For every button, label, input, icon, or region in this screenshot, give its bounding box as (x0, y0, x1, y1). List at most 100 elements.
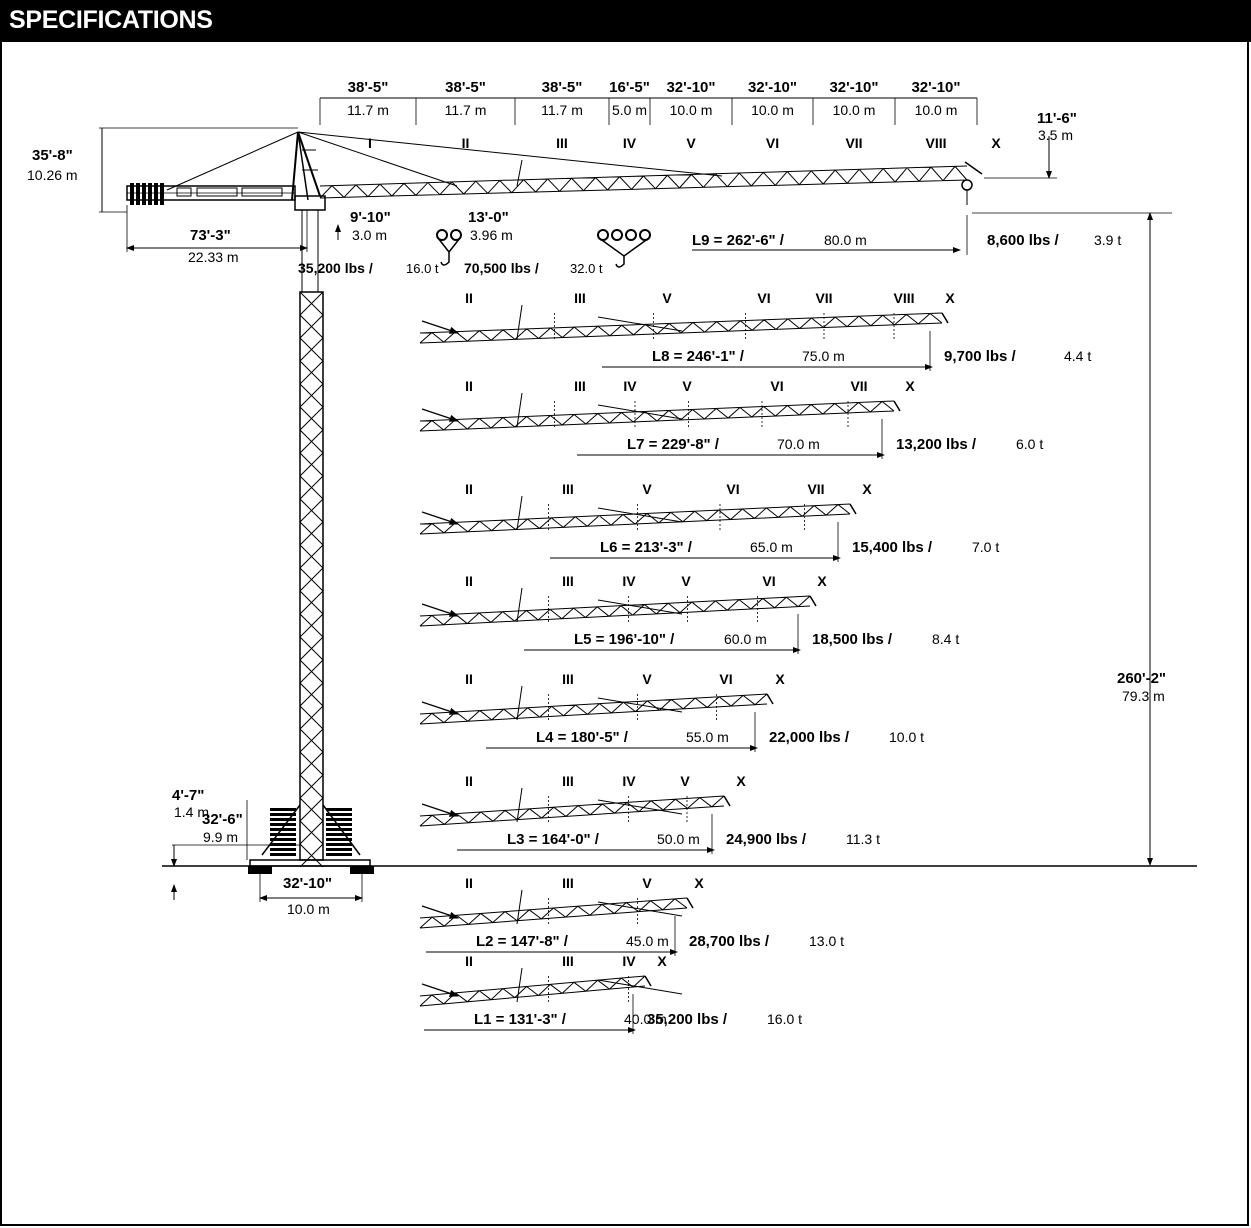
dim-base-width: 32'-10" 10.0 m (259, 874, 363, 917)
config-tip-load-t: 10.0 t (889, 729, 924, 745)
config-length-ft: L6 = 213'-3" / (600, 539, 693, 556)
config-section-label: V (662, 290, 672, 306)
jib-section-length-m: 5.0 m (612, 102, 647, 118)
hook-block-2-fall (436, 229, 462, 266)
base-offset-ft: 4'-7" (172, 787, 204, 804)
jib-section-length-m: 11.7 m (347, 102, 389, 118)
config-length-m: 50.0 m (657, 831, 700, 847)
jib-section-length-m: 10.0 m (915, 102, 958, 118)
config-section-label: II (465, 378, 473, 394)
config-length-m: 80.0 m (824, 232, 867, 248)
config-section-label: IV (622, 953, 636, 969)
hook-4-fall-t: 32.0 t (570, 261, 603, 276)
config-length-m: 75.0 m (802, 348, 845, 364)
config-section-label: VI (762, 573, 775, 589)
hook-height-m: 79.3 m (1122, 688, 1165, 704)
counter-jib (126, 131, 299, 205)
config-section-label: III (574, 290, 586, 306)
config-tip-load-lbs: 35,200 lbs / (647, 1011, 728, 1028)
jib-truss (419, 595, 811, 627)
jib-section-length-m: 11.7 m (541, 102, 583, 118)
config-section-label: IV (623, 378, 637, 394)
ballast-blocks-right (326, 808, 352, 856)
page-title: SPECIFICATIONS (9, 6, 213, 34)
config-length-m: 65.0 m (750, 539, 793, 555)
config-section-label: II (465, 875, 473, 891)
tower-base (162, 804, 1197, 874)
config-section-label: II (465, 290, 473, 306)
min-radius-ft: 9'-10" (350, 209, 391, 226)
config-section-label: X (905, 378, 915, 394)
config-length-m: 70.0 m (777, 436, 820, 452)
config-section-label: II (465, 671, 473, 687)
jib-section-label: VIII (925, 135, 946, 151)
config-length-m: 45.0 m (626, 933, 669, 949)
jib-section-length-ft: 16'-5" (609, 79, 650, 96)
trolley-hook (961, 179, 973, 205)
config-length-ft: L1 = 131'-3" / (474, 1011, 567, 1028)
ballast-blocks-left (270, 808, 296, 856)
config-section-label: II (465, 481, 473, 497)
counter-jib-m: 22.33 m (188, 249, 239, 265)
config-section-label: III (562, 953, 574, 969)
config-section-label: VI (757, 290, 770, 306)
config-section-label: VII (807, 481, 824, 497)
dim-min-radius: 9'-10" 3.0 m (335, 209, 391, 243)
main-jib (297, 131, 983, 205)
tower-head-ft: 35'-8" (32, 147, 73, 164)
dim-ballast-height: 32'-6" 9.9 m (202, 800, 248, 860)
config-section-label: IV (622, 573, 636, 589)
hook-block-4-fall (597, 229, 651, 268)
jib-truss (419, 503, 851, 535)
config-section-label: X (694, 875, 704, 891)
ballast-height-m: 9.9 m (203, 829, 238, 845)
config-length-ft: L4 = 180'-5" / (536, 729, 629, 746)
config-section-label: X (736, 773, 746, 789)
tip-height-ft: 11'-6" (1037, 110, 1077, 127)
config-section-label: X (817, 573, 827, 589)
jib-tip-label: X (991, 135, 1001, 151)
jib-section-length-ft: 38'-5" (348, 79, 389, 96)
config-tip-load-lbs: 28,700 lbs / (689, 933, 770, 950)
jib-section-length-ft: 32'-10" (748, 79, 797, 96)
config-section-label: VI (770, 378, 783, 394)
config-section-label: X (945, 290, 955, 306)
config-length-ft: L9 = 262'-6" / (692, 232, 785, 249)
config-tip-load-lbs: 24,900 lbs / (726, 831, 807, 848)
config-section-label: III (562, 573, 574, 589)
jib-section-label: VI (766, 135, 779, 151)
base-width-ft: 32'-10" (283, 875, 332, 892)
jib-section-length-ft: 38'-5" (542, 79, 583, 96)
config-tip-load-t: 11.3 t (846, 831, 880, 847)
config-length-ft: L8 = 246'-1" / (652, 348, 745, 365)
jib-section-label: VII (845, 135, 862, 151)
jib-section-label: II (462, 135, 470, 151)
counter-weights (130, 183, 164, 205)
config-section-label: III (574, 378, 586, 394)
ballast-height-ft: 32'-6" (202, 811, 243, 828)
config-section-label: V (680, 773, 690, 789)
config-section-label: III (562, 671, 574, 687)
config-section-label: II (465, 773, 473, 789)
jib-truss (419, 312, 943, 344)
config-section-label: III (562, 875, 574, 891)
counter-jib-ft: 73'-3" (190, 227, 231, 244)
jib-truss (419, 400, 895, 432)
jib-section-label: I (368, 135, 372, 151)
config-section-label: II (465, 573, 473, 589)
config-section-label: V (681, 573, 691, 589)
jib-truss (419, 975, 646, 1007)
config-section-label: X (862, 481, 872, 497)
config-tip-load-lbs: 15,400 lbs / (852, 539, 933, 556)
jib-truss (419, 795, 725, 827)
dim-counter-jib: 73'-3" 22.33 m (126, 205, 308, 265)
config-section-label: V (642, 481, 652, 497)
base-offset-m: 1.4 m (174, 804, 209, 820)
config-section-label: VI (719, 671, 732, 687)
